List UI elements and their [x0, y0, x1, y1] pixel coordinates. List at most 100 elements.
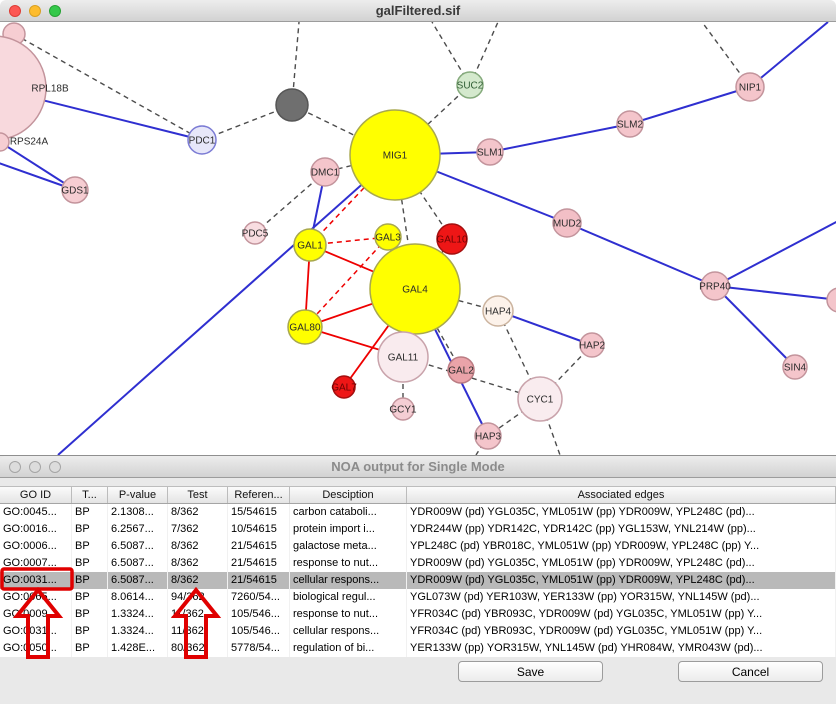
graph-node-DMC1[interactable]	[310, 157, 340, 187]
graph-node-GAL4[interactable]	[369, 243, 461, 335]
network-canvas[interactable]: RPL18BRPS24AGDS1PDC1DMC1MIG1SUC2SLM1SLM2…	[0, 22, 836, 455]
graph-node-label: SLM2	[617, 120, 644, 131]
graph-edge[interactable]	[0, 162, 76, 191]
graph-node-HAP4[interactable]	[482, 295, 514, 327]
table-cell: GO:0007...	[0, 555, 72, 572]
graph-node-label: GAL11	[388, 353, 419, 364]
column-header[interactable]: Associated edges	[407, 487, 836, 503]
graph-edge[interactable]	[489, 123, 631, 153]
column-header[interactable]: Desciption	[290, 487, 407, 503]
column-header[interactable]: GO ID	[0, 487, 72, 503]
graph-node-SLM1[interactable]	[476, 138, 504, 166]
graph-node-PRP40[interactable]	[700, 271, 730, 301]
table-cell: 5778/54...	[228, 640, 290, 657]
minimize-button[interactable]	[29, 5, 41, 17]
table-cell: 1.3324...	[108, 623, 168, 640]
graph-node-HAP3[interactable]	[474, 422, 502, 450]
noa-window-titlebar[interactable]: NOA output for Single Mode	[0, 456, 836, 478]
graph-edge[interactable]	[414, 288, 462, 371]
graph-node-GAL11[interactable]	[377, 331, 429, 383]
graph-node-CYC1[interactable]	[517, 376, 563, 422]
graph-edge[interactable]	[254, 171, 326, 234]
table-cell: GO:0009...	[0, 606, 72, 623]
table-cell: BP	[72, 606, 108, 623]
graph-node-label: NIP1	[739, 83, 762, 94]
graph-node-GAL3[interactable]	[374, 223, 402, 251]
network-window-titlebar[interactable]: galFiltered.sif	[0, 0, 836, 22]
zoom-button[interactable]	[49, 5, 61, 17]
graph-node-GAL1[interactable]	[293, 228, 327, 262]
column-header[interactable]: P-value	[108, 487, 168, 503]
graph-node-label: GAL4	[402, 285, 428, 296]
table-cell: 80/362	[168, 640, 228, 657]
graph-node-RPS24A[interactable]	[0, 132, 10, 152]
save-button[interactable]: Save	[458, 661, 603, 682]
graph-node-SIN4[interactable]	[782, 354, 808, 380]
graph-node-PDC1[interactable]	[187, 125, 217, 155]
table-cell: YDR244W (pp) YDR142C, YDR142C (pp) YGL15…	[407, 521, 836, 538]
column-header[interactable]: T...	[72, 487, 108, 503]
close-button[interactable]	[9, 461, 21, 473]
graph-edge[interactable]	[714, 285, 836, 301]
graph-edge[interactable]	[714, 285, 796, 368]
table-cell: GO:0031...	[0, 572, 72, 589]
graph-node-GAL10[interactable]	[436, 223, 468, 255]
graph-edge[interactable]	[402, 356, 541, 400]
graph-edge[interactable]	[749, 22, 829, 88]
table-cell: YDR009W (pd) YGL035C, YML051W (pp) YDR00…	[407, 504, 836, 521]
table-cell: YFR034C (pd) YBR093C, YDR009W (pd) YGL03…	[407, 606, 836, 623]
graph-edge[interactable]	[304, 236, 389, 328]
graph-edge[interactable]	[394, 84, 471, 156]
graph-edge[interactable]	[497, 310, 593, 346]
minimize-button[interactable]	[29, 461, 41, 473]
graph-node-SUC2[interactable]	[456, 71, 484, 99]
column-header[interactable]: Referen...	[228, 487, 290, 503]
graph-edge[interactable]	[714, 220, 836, 287]
close-button[interactable]	[9, 5, 21, 17]
graph-node-RPL18B[interactable]	[0, 35, 47, 141]
graph-node-label: PDC5	[242, 229, 269, 240]
graph-node-label: GCY1	[389, 405, 417, 416]
table-cell: 1.428E...	[108, 640, 168, 657]
cancel-button[interactable]: Cancel	[678, 661, 823, 682]
graph-node-MIG1[interactable]	[349, 109, 441, 201]
graph-node-GCY1[interactable]	[391, 397, 415, 421]
graph-edge[interactable]	[629, 86, 751, 125]
graph-node-GDS1[interactable]	[61, 176, 89, 204]
graph-node-label: GAL7	[331, 383, 357, 394]
graph-node-SLM2[interactable]	[616, 110, 644, 138]
table-cell: 7260/54...	[228, 589, 290, 606]
graph-node-NIP1[interactable]	[735, 72, 765, 102]
graph-node-GAL2[interactable]	[447, 356, 475, 384]
graph-edge[interactable]	[57, 154, 396, 455]
graph-node-MUD2[interactable]	[552, 208, 582, 238]
noa-traffic-lights	[9, 461, 61, 473]
graph-edge[interactable]	[497, 310, 541, 400]
table-cell: YFR034C (pd) YBR093C, YDR009W (pd) YGL03…	[407, 623, 836, 640]
zoom-button[interactable]	[49, 461, 61, 473]
graph-edge[interactable]	[201, 104, 293, 141]
graph-edge[interactable]	[566, 222, 716, 287]
graph-node-msn[interactable]	[826, 287, 836, 313]
table-cell: 15/54615	[228, 504, 290, 521]
graph-edge[interactable]	[0, 141, 76, 191]
graph-node-HAP2[interactable]	[579, 332, 605, 358]
graph-node-GAL7[interactable]	[332, 375, 356, 399]
graph-node-gray1[interactable]	[275, 88, 309, 122]
graph-node-label: PRP40	[699, 282, 731, 293]
graph-node-GAL80[interactable]	[287, 309, 323, 345]
graph-edge[interactable]	[291, 104, 396, 156]
column-header[interactable]: Test	[168, 487, 228, 503]
graph-node-PDC5[interactable]	[243, 221, 267, 245]
